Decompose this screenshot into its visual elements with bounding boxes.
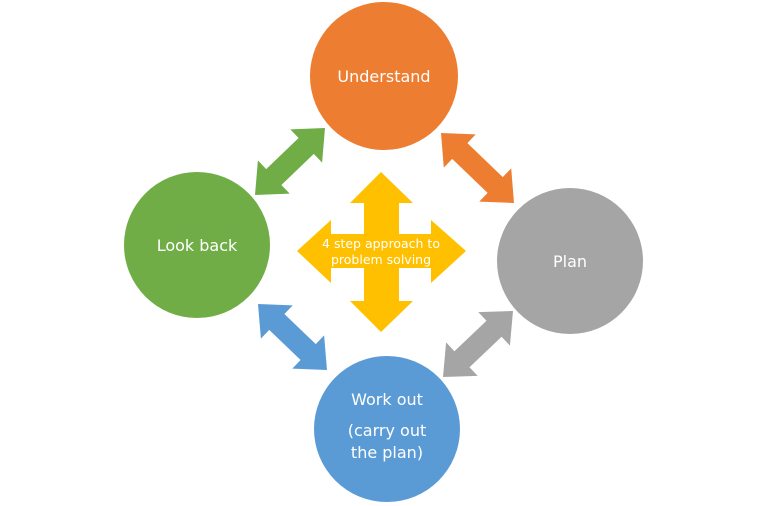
double-arrow-icon-work-out-look-back — [258, 304, 327, 370]
step-understand: Understand — [310, 2, 458, 150]
double-arrow-icon-look-back-understand — [255, 128, 325, 195]
work-out-label-line-3: the plan) — [351, 443, 423, 462]
step-plan: Plan — [497, 188, 643, 334]
plan-label: Plan — [553, 252, 587, 271]
center-quad-arrow: 4 step approach to problem solving — [297, 172, 466, 332]
double-arrow-icon-understand-plan — [441, 133, 514, 203]
understand-label: Understand — [337, 67, 430, 86]
work-out-circle — [314, 356, 460, 502]
plan-circle — [497, 188, 643, 334]
look-back-label: Look back — [157, 236, 238, 255]
center-label-line-1: 4 step approach to — [322, 236, 440, 251]
double-arrow-icon-plan-work-out — [443, 311, 513, 377]
center-label-line-2: problem solving — [331, 252, 431, 267]
four-way-arrow-icon — [297, 172, 466, 332]
step-look-back: Look back — [124, 172, 270, 318]
work-out-label-line-1: Work out — [351, 390, 423, 409]
work-out-label-line-2: (carry out — [348, 421, 426, 440]
understand-circle — [310, 2, 458, 150]
look-back-circle — [124, 172, 270, 318]
step-work-out: Work out (carry out the plan) — [314, 356, 460, 502]
